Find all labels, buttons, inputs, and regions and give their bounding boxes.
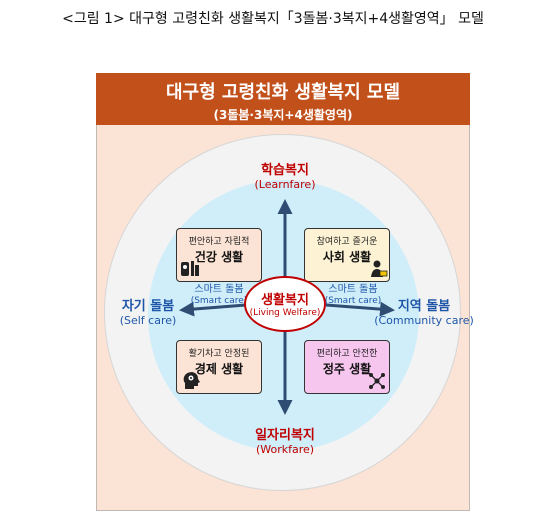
economy-line1: 활기차고 안정된	[188, 349, 250, 359]
health-line1: 편안하고 자립적	[188, 237, 250, 247]
medical-devices-icon	[181, 261, 199, 276]
community-care-en: (Community care)	[374, 313, 474, 327]
figure-caption: <그림 1> 대구형 고령친화 생활복지「3돌봄·3복지+4생활영역」 모델	[62, 11, 484, 27]
box-social-life: 참여하고 즐거운 사회 생활	[304, 228, 390, 282]
social-line2: 사회 생활	[322, 250, 372, 264]
label-self-care: 자기 돌봄 (Self care)	[108, 299, 188, 328]
housing-line1: 편리하고 안전한	[316, 349, 378, 359]
learnfare-ko: 학습복지	[261, 163, 309, 178]
model-title: 대구형 고령친화 생활복지 모델	[165, 82, 401, 103]
economy-line2: 경제 생활	[194, 362, 244, 376]
center-living-welfare: 생활복지 (Living Welfare)	[244, 276, 326, 332]
box-economic-life: 활기차고 안정된 경제 생활	[176, 340, 262, 394]
label-workfare: 일자리복지 (Workfare)	[238, 428, 332, 457]
arrow-right	[325, 301, 395, 317]
box-health-life: 편안하고 자립적 건강 생활	[176, 228, 262, 282]
center-en: (Living Welfare)	[249, 308, 321, 318]
model-subtitle: (3돌봄·3복지+4생활영역)	[213, 108, 353, 122]
center-ko: 생활복지	[261, 293, 309, 308]
self-care-en: (Self care)	[119, 313, 177, 327]
workfare-ko: 일자리복지	[255, 428, 315, 443]
smart-care-right: 스마트 돌봄 (Smart care)	[324, 284, 382, 306]
self-care-ko: 자기 돌봄	[121, 299, 175, 314]
person-reading-icon	[371, 260, 388, 277]
health-line2: 건강 생활	[194, 250, 244, 264]
model-banner: 대구형 고령친화 생활복지 모델 (3돌봄·3복지+4생활영역)	[96, 73, 470, 125]
label-learnfare: 학습복지 (Learnfare)	[245, 163, 325, 192]
workfare-en: (Workfare)	[255, 442, 315, 456]
housing-line2: 정주 생활	[322, 362, 372, 376]
label-community-care: 지역 돌봄 (Community care)	[374, 299, 474, 328]
learnfare-en: (Learnfare)	[254, 177, 316, 191]
smart-care-left: 스마트 돌봄 (Smart care)	[190, 284, 248, 306]
community-care-ko: 지역 돌봄	[397, 299, 451, 314]
arrow-left	[179, 301, 247, 317]
network-nodes-icon	[369, 373, 385, 389]
box-housing-life: 편리하고 안전한 정주 생활	[304, 340, 390, 394]
social-line1: 참여하고 즐거운	[316, 237, 378, 247]
head-gears-icon	[183, 372, 200, 389]
